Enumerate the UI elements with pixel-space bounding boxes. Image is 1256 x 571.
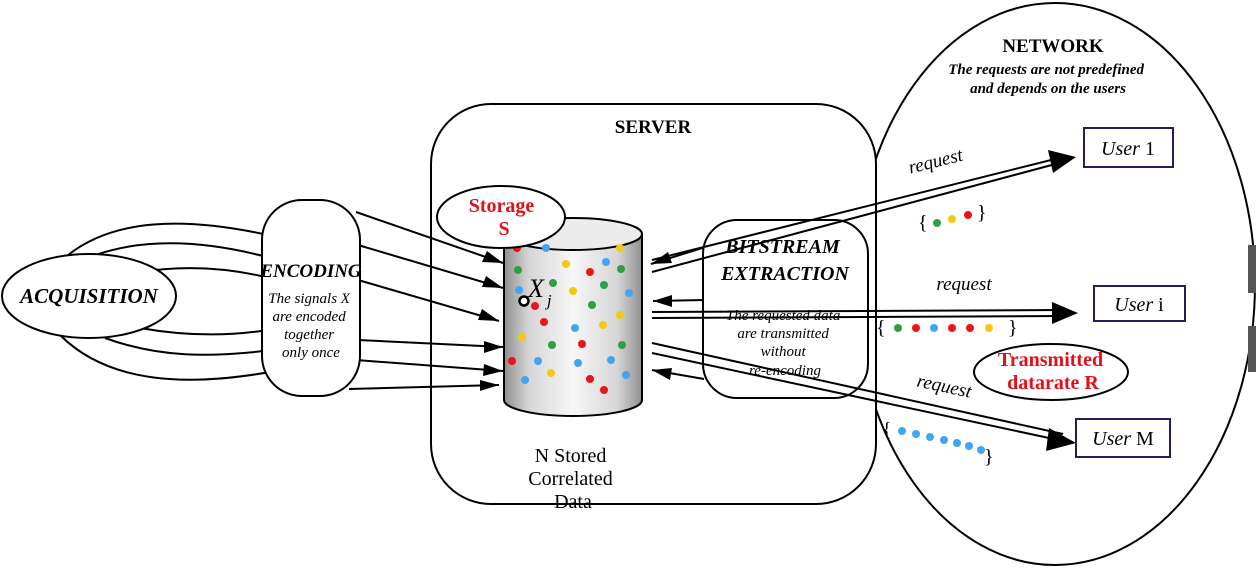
network-title: NETWORK [1002,36,1104,57]
stored-data-points [508,244,633,394]
data-point [521,376,529,384]
server-title: SERVER [615,117,692,138]
data-point [607,356,615,364]
data-point [586,375,594,383]
packet-dot [977,446,985,454]
packet-dot [953,439,961,447]
data-point [578,340,586,348]
acquisition-encoding-links [59,222,271,381]
data-point [569,287,577,295]
packet-dot [894,324,902,332]
extraction-title: BITSTREAM EXTRACTION [720,236,850,285]
encoding-node [261,199,361,397]
data-point [547,369,555,377]
data-point [588,301,596,309]
packet-dot [930,324,938,332]
svg-text:{: { [882,419,892,441]
data-point [616,244,624,252]
user-i-box[interactable]: User i [1093,285,1186,322]
data-point [514,266,522,274]
edge-mark-lower [1248,326,1256,372]
request-link-user-1 [651,150,1076,273]
extraction-node [702,219,869,399]
storage-label-bubble [436,185,566,249]
svg-text:}: } [977,202,987,224]
data-point [600,386,608,394]
packet-dot [933,219,941,227]
datarate-bubble [973,343,1129,401]
data-point [548,341,556,349]
request-link-user-m [651,342,1076,451]
packet-dot [965,442,973,450]
svg-text:User 1: User 1 [1101,138,1155,160]
data-point [540,318,548,326]
encoding-to-storage-arrows [348,211,504,391]
request-label-i: request [936,274,992,295]
data-point [586,268,594,276]
selected-signal-marker [518,295,530,307]
data-point [515,286,523,294]
packet-dot [985,324,993,332]
data-point [602,258,610,266]
data-point [618,341,626,349]
data-point [549,279,557,287]
acquisition-node [1,253,177,339]
data-point [574,359,582,367]
packet-dot [912,324,920,332]
data-point [531,302,539,310]
packet-dot [948,324,956,332]
svg-text:User i: User i [1114,294,1164,316]
svg-text:}: } [984,446,994,468]
storage-cylinder [503,217,643,417]
packet-dot [940,436,948,444]
user-1-box[interactable]: User 1 [1083,127,1174,168]
datarate-label: Transmitted datarate R [998,349,1108,394]
user-m-box[interactable]: User M [1075,418,1171,458]
svg-text:}: } [1008,317,1018,339]
data-point [508,357,516,365]
data-point [616,311,624,319]
edge-mark-upper [1248,245,1256,293]
data-point [600,281,608,289]
request-link-user-i [651,302,1078,324]
packet-dot [964,211,972,219]
stored-data-label: N Stored Correlated Data [528,445,617,513]
packet-dot [912,430,920,438]
packet-dot [926,433,934,441]
data-point [625,289,633,297]
packet-user-i: { } [876,317,1018,339]
packet-user-1: { } [918,202,987,234]
acquisition-label: ACQUISITION [18,284,159,308]
storage-label: Storage S [469,195,540,240]
data-point [562,260,570,268]
data-point [571,324,579,332]
packet-dot [966,324,974,332]
data-point [542,244,550,252]
encoding-title: ENCODING [259,261,362,282]
data-point [622,371,630,379]
svg-text:User M: User M [1092,428,1154,450]
data-point [534,357,542,365]
packet-user-m: { } [882,419,994,468]
data-point [599,321,607,329]
data-point [617,265,625,273]
svg-text:{: { [918,212,928,234]
packet-dot [898,427,906,435]
data-point [518,333,526,341]
svg-text:{: { [876,317,886,339]
encoding-description: The signals X are encoded together only … [268,291,353,361]
network-subtitle: The requests are not predefined and depe… [948,62,1148,97]
packet-dot [948,215,956,223]
